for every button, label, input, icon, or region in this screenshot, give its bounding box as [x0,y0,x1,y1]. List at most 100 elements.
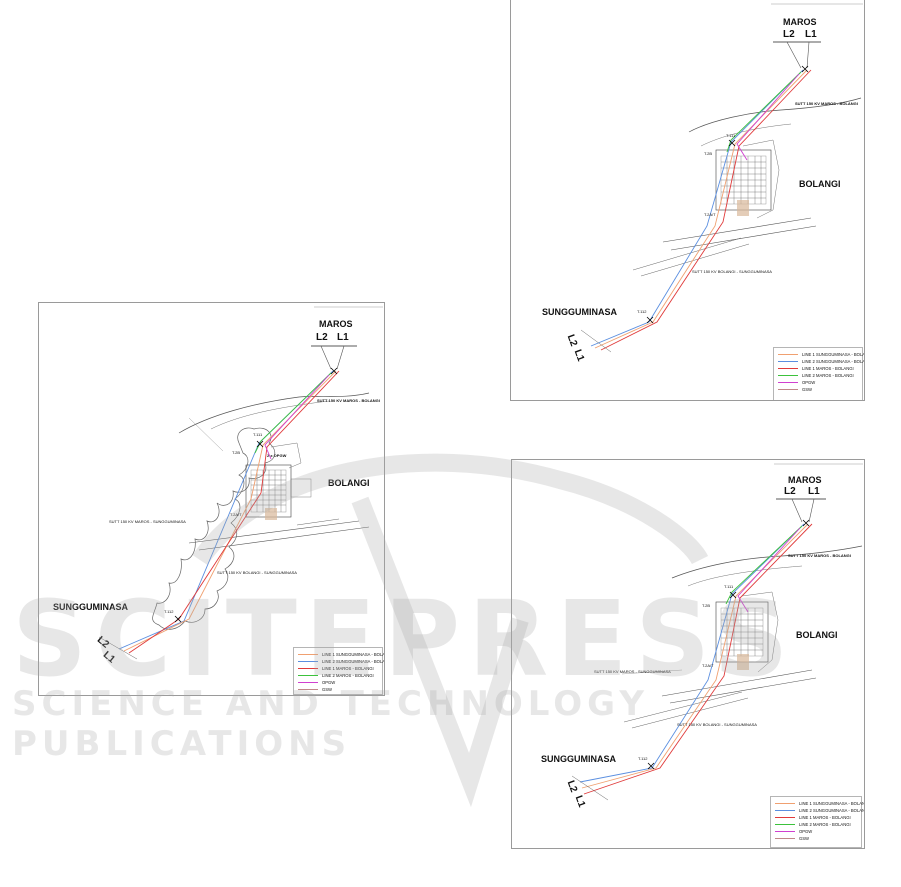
legend-item: LINE 2 SUNGGUMINASA - BOLANGI [778,358,865,365]
legend-label: LINE 2 SUNGGUMINASA - BOLANGI [799,808,865,813]
legend-label: LINE 2 SUNGGUMINASA - BOLANGI [802,359,865,364]
tower-t111-label: T.111 [724,584,734,589]
maros-line-2-label: L2 [783,29,795,40]
legend-swatch [298,675,318,677]
legend-item: OPGW [298,679,335,686]
maros-label: MAROS [788,475,822,485]
legend-swatch [298,689,318,691]
sutt-maros-bolangi-label: SUTT 150 KV MAROS - BOLANGI [795,101,858,106]
legend-label: LINE 2 MAROS - BOLANGI [802,373,854,378]
legend-label: OPGW [799,829,813,834]
map-panel-bottom-right: MAROS L2 L1 SUTT 150 KV MAROS - BOLANGI … [511,459,865,849]
map-panel-top-right: MAROS L2 L1 SUTT 150 KV MAROS - BOLANGI … [510,0,865,401]
legend-item: LINE 2 MAROS - BOLANGI [298,672,374,679]
map-panel-left: MAROS L2 L1 SUTT 150 KV MAROS - BOLANGI … [38,302,385,696]
legend-label: LINE 1 MAROS - BOLANGI [799,815,851,820]
legend-swatch [775,817,795,819]
tower-t2a-label: T.2A/T [702,663,714,668]
route-drawing-top-right [580,3,863,353]
legend-swatch [778,354,798,356]
legend-swatch [778,375,798,377]
legend-item: LINE 1 MAROS - BOLANGI [778,365,854,372]
legend-label: LINE 2 SUNGGUMINASA - BOLANGI [322,659,385,664]
legend-swatch [775,831,795,833]
legend-swatch [775,810,795,812]
sungguminasa-label: SUNGGUMINASA [541,754,617,764]
legend-item: OPGW [778,379,815,386]
sutt-bolangi-sungguminasa-label: SUTT 150 KV BOLANGI - SUNGGUMINASA [217,570,297,575]
legend-item: GSW [298,686,332,693]
legend-label: GSW [802,387,813,392]
legend-swatch [298,668,318,670]
sutt-maros-bolangi-label: SUTT 150 KV MAROS - BOLANGI [317,398,380,403]
route-drawing-left [98,306,383,660]
tower-t2a-label: T.2A/T [704,212,716,217]
bolangi-label: BOLANGI [328,478,370,488]
legend-label: LINE 1 SUNGGUMINASA - BOLANGI [802,352,865,357]
legend-label: LINE 1 MAROS - BOLANGI [802,366,854,371]
sungguminasa-label: SUNGGUMINASA [542,307,618,317]
tower-t2b-label: T.2B [702,603,711,608]
tower-t112-label: T.112 [164,609,174,614]
legend-swatch [775,824,795,826]
legend-label: OPGW [802,380,816,385]
legend-item: LINE 1 SUNGGUMINASA - BOLANGI [298,651,385,658]
tower-t112-label: T.112 [638,756,648,761]
legend-label: OPGW [322,680,336,685]
maros-line-1-label: L1 [805,29,817,40]
tower-t111-label: T.111 [253,432,263,437]
sutt-bolangi-sungguminasa-label: SUTT 150 KV BOLANGI - SUNGGUMINASA [677,722,757,727]
legend-item: LINE 2 SUNGGUMINASA - BOLANGI [298,658,385,665]
legend-item: GSW [778,386,812,393]
tower-marker [646,65,809,324]
tower-t111-label: T.111 [726,133,736,138]
tower-marker [647,519,810,770]
sutt-maros-sungguminasa-label: SUTT 150 KV MAROS - SUNGGUMINASA [109,519,186,524]
legend-swatch [778,368,798,370]
legend-item: LINE 2 MAROS - BOLANGI [778,372,854,379]
legend-item: LINE 1 MAROS - BOLANGI [775,814,851,821]
legend-label: LINE 2 MAROS - BOLANGI [799,822,851,827]
sungguminasa-label: SUNGGUMINASA [53,602,129,612]
tower-t112-label: T.112 [637,309,647,314]
legend-item: LINE 1 MAROS - BOLANGI [298,665,374,672]
maros-line-2-label: L2 [316,332,328,343]
sutt-maros-sungguminasa-label: SUTT 150 KV MAROS - SUNGGUMINASA [594,669,671,674]
tower-t2b-label: T.2B [232,450,241,455]
maros-label: MAROS [783,17,817,27]
legend-swatch [778,361,798,363]
bolangi-label: BOLANGI [799,179,841,189]
opgw-note-label: 2 x OPGW [267,453,287,458]
maros-label: MAROS [319,319,353,329]
legend-label: LINE 1 SUNGGUMINASA - BOLANGI [799,801,865,806]
legend-left: LINE 1 SUNGGUMINASA - BOLANGI LINE 2 SUNG… [293,647,385,695]
legend-swatch [298,682,318,684]
legend-item: LINE 1 SUNGGUMINASA - BOLANGI [778,351,865,358]
legend-swatch [778,382,798,384]
maros-line-1-label: L1 [337,332,349,343]
legend-label: LINE 1 SUNGGUMINASA - BOLANGI [322,652,385,657]
legend-item: LINE 2 SUNGGUMINASA - BOLANGI [775,807,865,814]
legend-item: OPGW [775,828,812,835]
legend-item: LINE 2 MAROS - BOLANGI [775,821,851,828]
legend-label: LINE 1 MAROS - BOLANGI [322,666,374,671]
legend-swatch [298,661,318,663]
legend-swatch [775,803,795,805]
legend-swatch [778,389,798,391]
legend-item: GSW [775,835,809,842]
route-drawing-bottom-right [571,463,863,801]
bolangi-label: BOLANGI [796,630,838,640]
maros-line-1-label: L1 [808,486,820,497]
sutt-maros-bolangi-label: SUTT 150 KV MAROS - BOLANGI [788,553,851,558]
maros-line-2-label: L2 [784,486,796,497]
legend-swatch [298,654,318,656]
sutt-bolangi-sungguminasa-label: SUTT 150 KV BOLANGI - SUNGGUMINASA [692,269,772,274]
tower-t2b-label: T.2B [704,151,713,156]
legend-bottom-right: LINE 1 SUNGGUMINASA - BOLANGI LINE 2 SUNG… [770,796,865,848]
legend-top-right: LINE 1 SUNGGUMINASA - BOLANGI LINE 2 SUNG… [773,347,865,400]
legend-item: LINE 1 SUNGGUMINASA - BOLANGI [775,800,865,807]
tower-marker [174,367,338,623]
legend-swatch [775,838,795,840]
tower-t2a-label: T.2A/T [230,512,242,517]
legend-label: LINE 2 MAROS - BOLANGI [322,673,374,678]
